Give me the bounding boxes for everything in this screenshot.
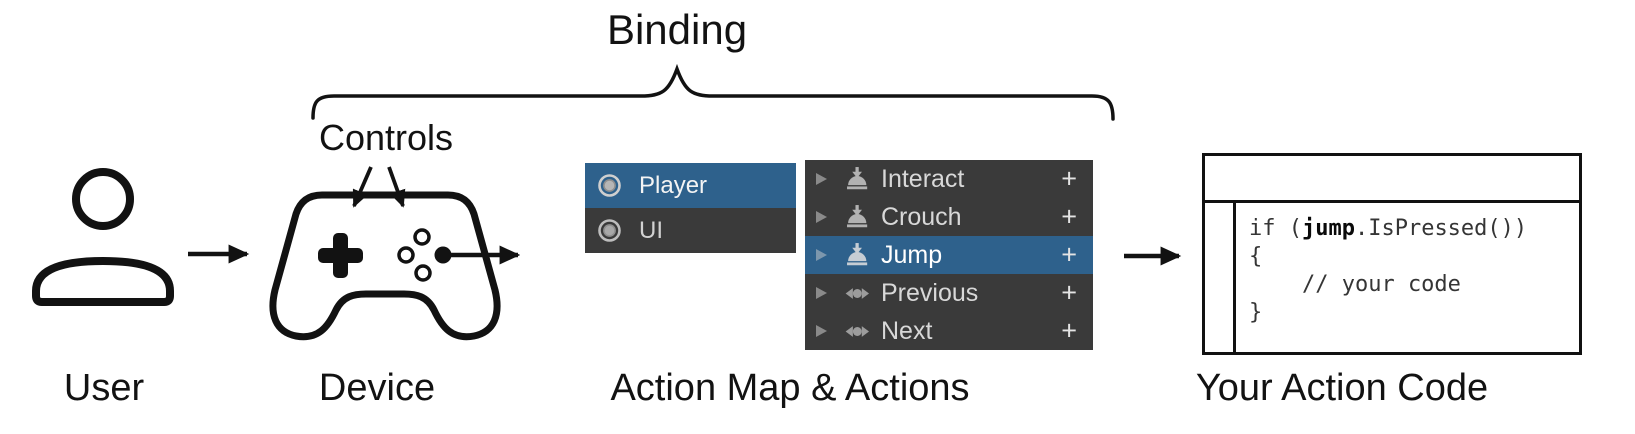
code-gutter-line xyxy=(1233,203,1236,355)
action-label: Previous xyxy=(881,278,979,307)
button-action-icon xyxy=(847,242,868,265)
foldout-triangle-icon[interactable] xyxy=(815,248,828,262)
action-map-row-player[interactable]: Player xyxy=(585,163,796,208)
dpad-icon xyxy=(318,233,363,278)
action-label: Interact xyxy=(881,164,965,193)
action-map-row-ui[interactable]: UI xyxy=(585,208,796,253)
action-code-panel: if (jump.IsPressed()) { // your code } xyxy=(1202,153,1582,355)
device-caption: Device xyxy=(318,367,436,409)
action-row-jump[interactable]: Jump + xyxy=(805,236,1093,274)
add-binding-button[interactable]: + xyxy=(1061,239,1077,270)
axis-action-icon xyxy=(845,287,870,299)
add-binding-button[interactable]: + xyxy=(1061,315,1077,346)
foldout-triangle-icon[interactable] xyxy=(815,286,828,300)
code-line4: } xyxy=(1249,300,1263,325)
face-buttons-icon xyxy=(397,228,452,282)
action-map-label: Player xyxy=(639,171,708,199)
person-icon xyxy=(32,168,174,306)
action-label: Crouch xyxy=(881,202,962,231)
action-code-caption: Your Action Code xyxy=(1195,367,1489,409)
code-panel-header xyxy=(1205,156,1579,203)
binding-label: Binding xyxy=(606,6,748,53)
action-row-interact[interactable]: Interact + xyxy=(805,160,1093,198)
add-binding-button[interactable]: + xyxy=(1061,163,1077,194)
binding-brace xyxy=(311,63,1115,121)
action-row-next[interactable]: Next + xyxy=(805,312,1093,350)
foldout-triangle-icon[interactable] xyxy=(815,324,828,338)
code-panel-body: if (jump.IsPressed()) { // your code } xyxy=(1205,203,1579,355)
code-line1-pre: if ( xyxy=(1249,216,1302,241)
axis-action-icon xyxy=(845,325,870,337)
code-line3: // your code xyxy=(1249,272,1461,297)
action-row-previous[interactable]: Previous + xyxy=(805,274,1093,312)
gamepad-icon xyxy=(269,191,521,341)
code-jump-token: jump xyxy=(1301,216,1355,241)
controls-label: Controls xyxy=(318,117,454,158)
control-scheme-icon xyxy=(598,174,621,197)
button-action-icon xyxy=(847,166,868,189)
code-line1-post: .IsPressed()) xyxy=(1354,216,1528,241)
user-caption: User xyxy=(63,367,145,409)
action-map-panel: Player UI xyxy=(585,163,796,253)
foldout-triangle-icon[interactable] xyxy=(815,210,828,224)
action-row-crouch[interactable]: Crouch + xyxy=(805,198,1093,236)
action-label: Jump xyxy=(881,240,943,269)
actions-panel: Interact + Crouch + Jump + xyxy=(805,160,1093,350)
add-binding-button[interactable]: + xyxy=(1061,277,1077,308)
button-action-icon xyxy=(847,204,868,227)
action-map-caption: Action Map & Actions xyxy=(610,367,970,409)
code-line2: { xyxy=(1249,244,1263,269)
controls-arrow-left-icon xyxy=(352,166,373,208)
code-snippet: if (jump.IsPressed()) { // your code } xyxy=(1249,215,1527,327)
add-binding-button[interactable]: + xyxy=(1061,201,1077,232)
controls-arrow-right-icon xyxy=(387,166,406,208)
action-label: Next xyxy=(881,316,933,345)
control-scheme-icon xyxy=(598,219,621,242)
action-map-label: UI xyxy=(639,216,663,244)
foldout-triangle-icon[interactable] xyxy=(815,172,828,186)
